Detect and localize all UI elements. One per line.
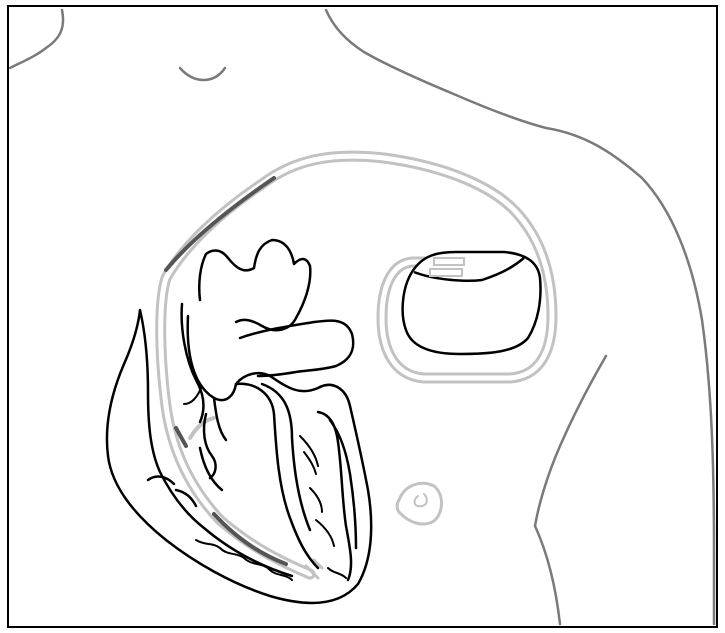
pacemaker-connector-upper [434,258,464,265]
left-ventricle-wall-inner [318,412,356,580]
pacemaker-can [403,252,541,354]
pacemaker-connector-lower [430,269,462,276]
right-atrium-chamber [204,398,226,478]
pulmonary-trunk [240,321,353,376]
aorta-arch [199,240,310,330]
nipple [397,483,441,524]
heart [107,240,371,603]
body-outline [10,10,714,624]
nipple-center [415,494,427,506]
pacemaker-device [403,252,541,354]
papillary-trabeculae-left [300,436,334,546]
heart-outer-wall [107,310,371,603]
neck-left-contour [10,10,63,68]
page-edge [8,6,717,627]
collarbone-notch [180,68,225,80]
chest-contour [535,526,560,624]
pacemaker-lead [161,156,552,578]
lead-branch-atrial [190,418,214,438]
arm-crease [535,356,606,526]
